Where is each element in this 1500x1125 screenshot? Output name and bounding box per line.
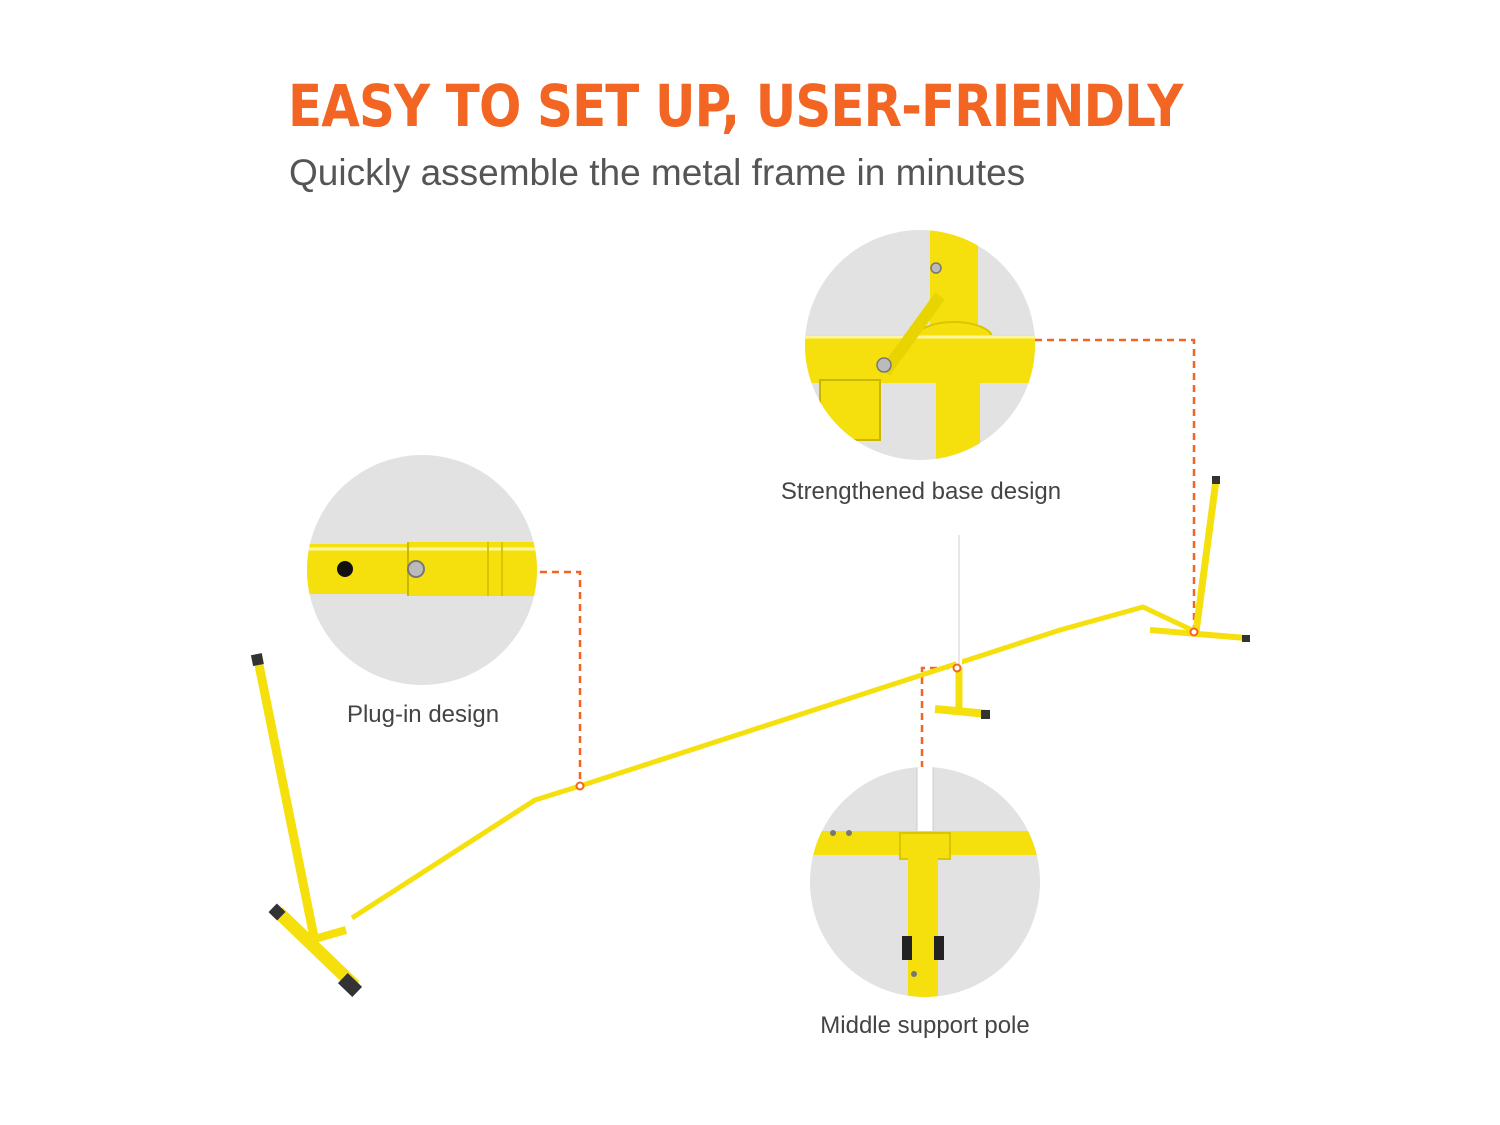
bolt-icon [930,262,942,274]
headline: EASY TO SET UP, USER-FRIENDLY [288,72,1183,140]
right-pole-cap [1212,476,1220,484]
pin-hole-icon [337,561,353,577]
plug-in-anchor-dot [575,781,585,791]
base-leader-line [1035,338,1196,632]
callout-anchor-dots [575,627,1199,791]
net-frame [250,476,1250,997]
middle-pole-label: Middle support pole [820,1012,1030,1039]
plug-in-detail-circle [307,455,537,685]
base-label: Strengthened base design [780,478,1062,505]
knob-icon [876,357,892,373]
left-pole-cap [250,653,264,667]
left-base-foot [273,907,360,991]
middle-pole-detail-circle [810,767,1040,997]
plug-in-leader-line [540,570,582,786]
base-anchor-dot [1189,627,1199,637]
spring-button-icon [407,560,425,578]
middle-foot-cap [981,710,990,719]
middle-pole-anchor-dot [952,663,962,673]
ground-rod [350,604,1194,921]
subheadline: Quickly assemble the metal frame in minu… [289,152,1026,193]
base-detail-circle [805,230,1035,460]
middle-base-foot [934,705,989,718]
left-foot-cap [337,973,363,997]
plug-in-label: Plug-in design [346,701,500,728]
left-base-brace [302,926,348,946]
left-foot-cap-back [268,903,286,921]
left-upright-pole [253,659,320,943]
right-upright-pole [1192,479,1220,633]
middle-pole-leader-line [920,666,957,768]
right-foot-cap [1242,635,1250,642]
